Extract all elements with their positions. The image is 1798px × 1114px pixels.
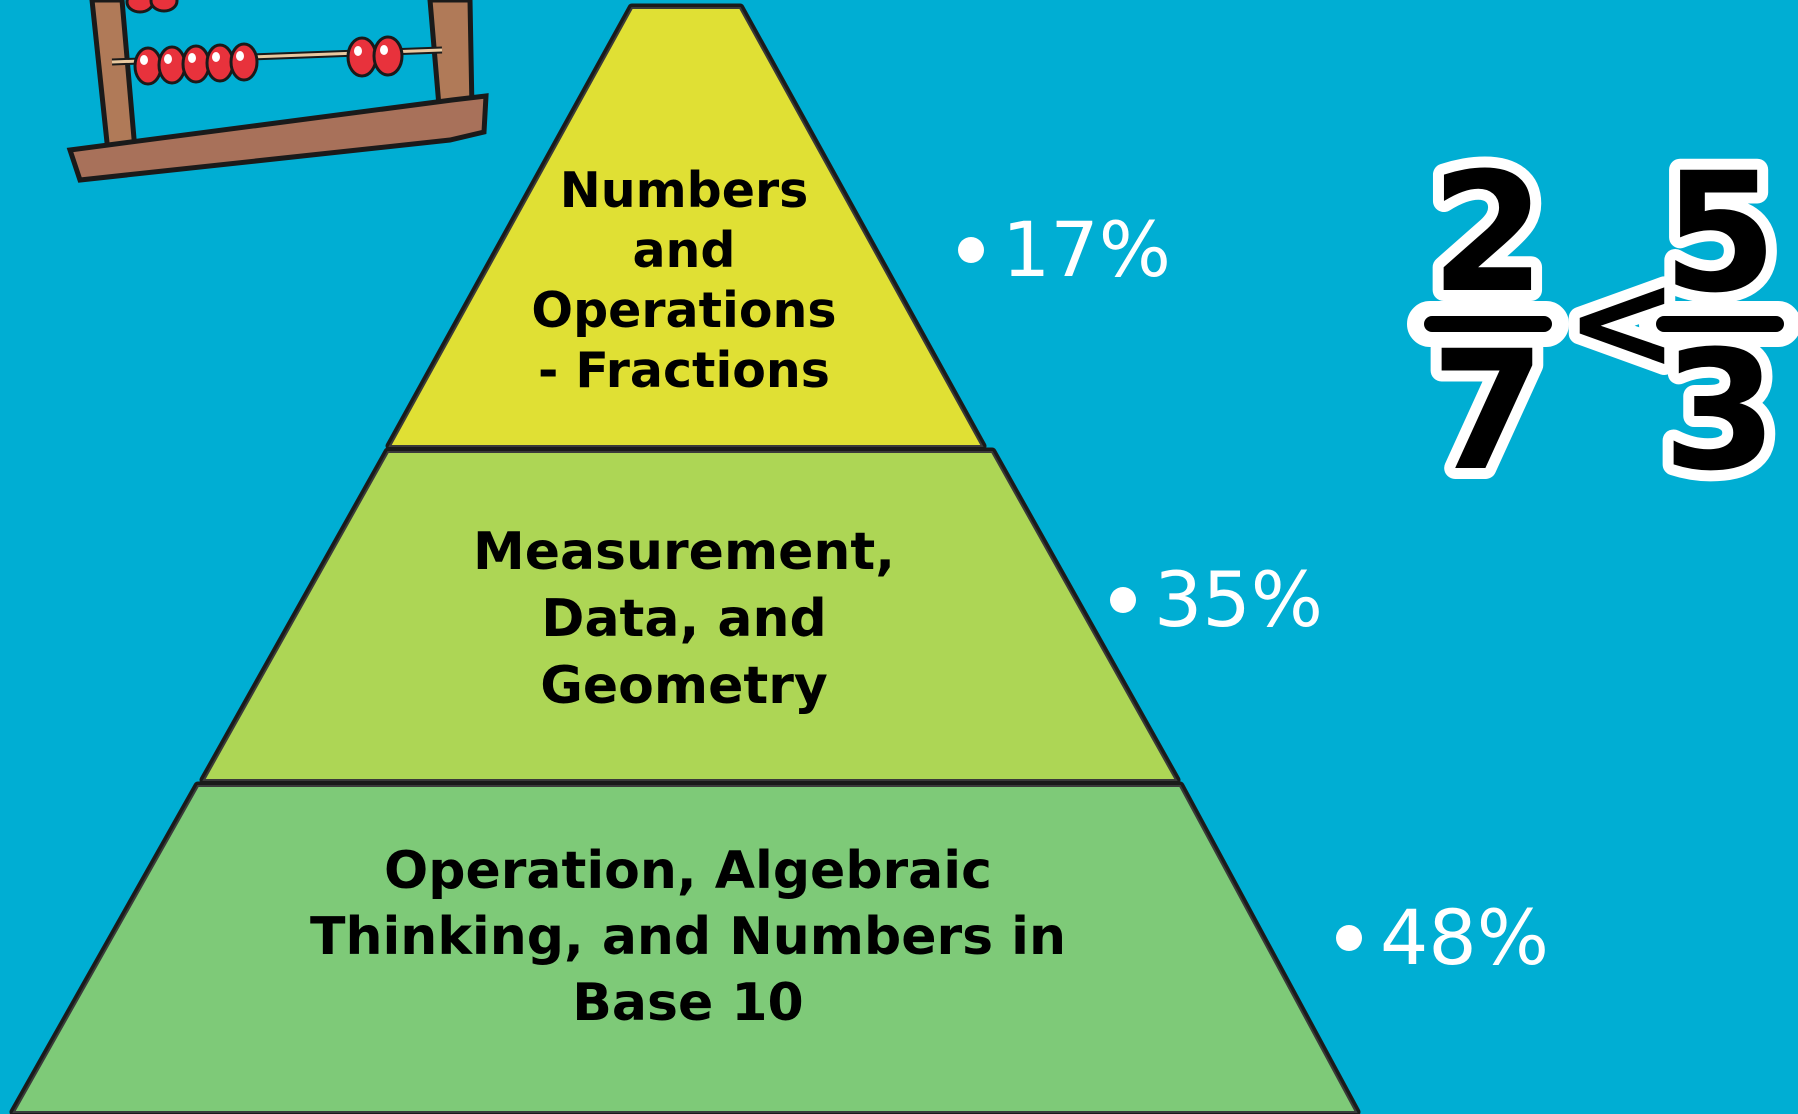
percent-middle-value: 35% xyxy=(1154,555,1323,644)
pyramid-tier-middle xyxy=(202,451,1178,781)
abacus-icon xyxy=(66,0,489,183)
tier-label-middle: Measurement, Data, and Geometry xyxy=(472,522,896,716)
percent-bottom-value: 48% xyxy=(1380,893,1549,982)
pyramid-tier-bottom xyxy=(12,785,1358,1113)
tier-label-bottom: Operation, Algebraic Thinking, and Numbe… xyxy=(309,841,1067,1033)
fraction-right-denominator: 3 xyxy=(1663,315,1778,507)
fraction-left-denominator: 7 xyxy=(1431,315,1546,507)
bullet-icon xyxy=(1336,924,1362,951)
fraction-right-numerator: 5 xyxy=(1663,137,1778,329)
percent-bottom: 48% xyxy=(1336,893,1549,982)
bullet-icon xyxy=(1110,586,1136,613)
fraction-comparison-icon: 2 7 < 5 3 2 7 < 5 3 xyxy=(1407,126,1798,518)
pyramid-tier-top xyxy=(388,7,984,447)
bullet-icon xyxy=(958,236,984,263)
percent-top-value: 17% xyxy=(1002,205,1171,294)
percent-middle: 35% xyxy=(1110,555,1323,644)
percent-top: 17% xyxy=(958,205,1171,294)
tier-label-top: Numbers and Operations - Fractions xyxy=(531,162,837,399)
fraction-left-numerator: 2 xyxy=(1431,137,1546,329)
